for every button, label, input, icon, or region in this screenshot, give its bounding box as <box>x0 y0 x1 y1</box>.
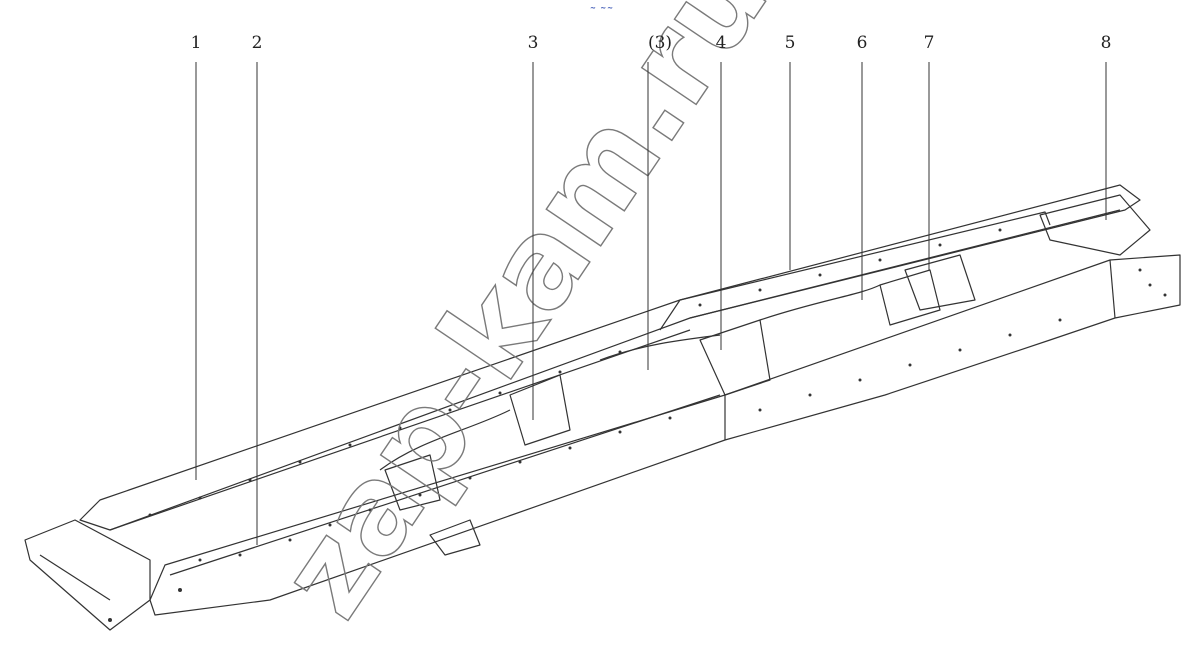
end-cross-member <box>24 519 151 631</box>
callout-6: 6 <box>857 33 868 53</box>
cross-member-7 <box>904 254 976 311</box>
top-rail <box>659 211 1051 331</box>
callout-3: 3 <box>528 33 539 53</box>
callout-7: 7 <box>924 33 935 53</box>
callout-5: 5 <box>785 33 796 53</box>
callout-labels: 1 2 3 (3) 4 5 6 7 8 <box>191 33 1112 53</box>
bottom-bracket <box>429 519 481 556</box>
callout-leaders <box>195 62 1107 545</box>
cross-member-4 <box>699 319 771 396</box>
front-bracket-8 <box>1039 194 1151 256</box>
header-mark: ~ ~~ <box>590 4 615 12</box>
inner-plate-mid <box>599 334 721 361</box>
callout-3-paren: (3) <box>648 33 672 53</box>
inner-plate-right <box>759 284 881 321</box>
rivet-dots <box>108 228 1167 622</box>
inner-plate-left <box>379 409 511 471</box>
callout-8: 8 <box>1101 33 1112 53</box>
suspension-bracket <box>384 454 441 511</box>
far-side-rail <box>79 184 1141 531</box>
cross-member-6 <box>879 269 941 326</box>
truck-frame-drawing <box>24 184 1181 631</box>
cross-member-3 <box>509 374 571 446</box>
watermark-text: zap-kam.ru <box>254 0 796 641</box>
callout-4: 4 <box>716 33 727 53</box>
callout-2: 2 <box>252 33 263 53</box>
watermark: zap-kam.ru <box>253 0 796 642</box>
callout-1: 1 <box>191 33 202 53</box>
